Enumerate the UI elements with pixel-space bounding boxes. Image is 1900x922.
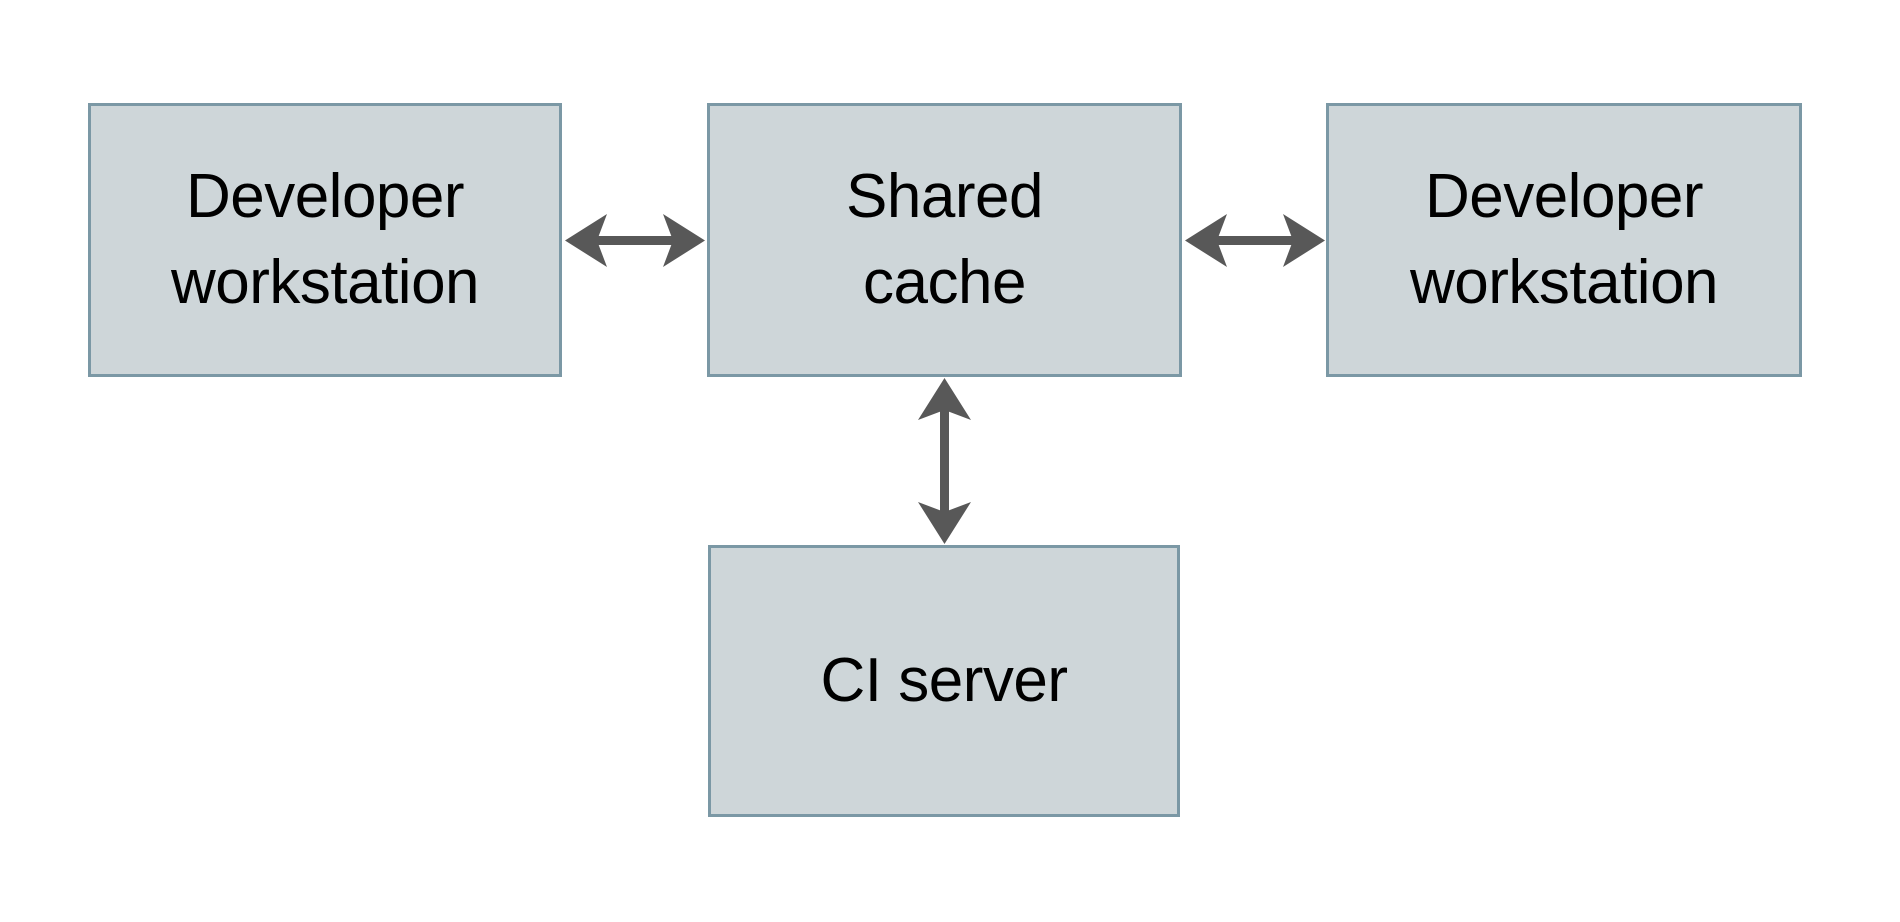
node-shared-cache[interactable]: Shared cache bbox=[707, 103, 1182, 377]
edge-right-arrow bbox=[1185, 214, 1325, 267]
node-ci-server[interactable]: CI server bbox=[708, 545, 1180, 817]
node-label-developer-workstation-right: Developer workstation bbox=[1409, 162, 1719, 317]
node-developer-workstation-left[interactable]: Developer workstation bbox=[88, 103, 562, 377]
edge-left-arrow bbox=[565, 214, 705, 267]
node-label-ci-server: CI server bbox=[820, 645, 1068, 715]
node-developer-workstation-right[interactable]: Developer workstation bbox=[1326, 103, 1802, 377]
edge-bottom-arrow bbox=[918, 378, 971, 544]
node-label-shared-cache: Shared cache bbox=[846, 162, 1043, 317]
node-label-developer-workstation-left: Developer workstation bbox=[170, 162, 480, 317]
